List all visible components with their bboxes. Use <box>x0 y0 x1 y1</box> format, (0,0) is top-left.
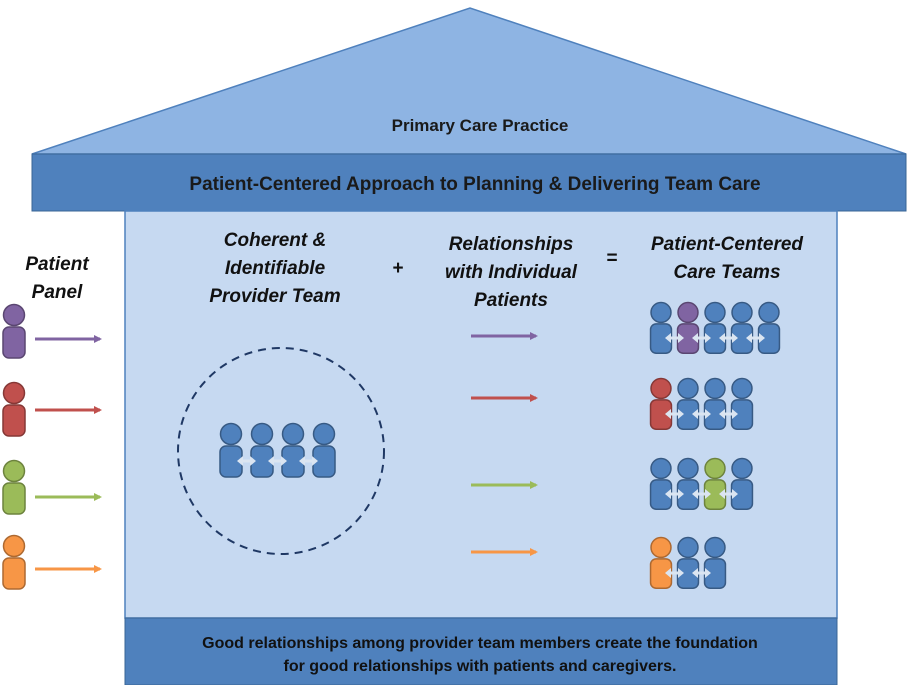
care-team-link-icon <box>692 409 711 419</box>
care-team-provider-figure <box>703 377 727 431</box>
plus-sign: + <box>392 258 403 279</box>
approach-banner <box>31 153 907 212</box>
care-team-link-icon <box>665 333 684 343</box>
patient-figure-red <box>2 381 26 437</box>
footer-line1: Good relationships among provider team m… <box>202 635 758 652</box>
care-team-link-icon <box>665 489 684 499</box>
patient-figure-purple <box>2 303 26 359</box>
care-teams-heading: Care Teams <box>673 262 780 283</box>
foundation-footer <box>124 617 838 685</box>
care-team-provider-figure <box>676 457 700 511</box>
patient-panel-label: Patient <box>25 254 89 275</box>
care-team-link-icon <box>746 333 765 343</box>
care-team-link-icon <box>692 489 711 499</box>
care-team-link-icon <box>719 489 738 499</box>
care-team-provider-figure <box>730 457 754 511</box>
footer-line2: for good relationships with patients and… <box>284 658 677 675</box>
care-team-provider-figure <box>703 301 727 355</box>
roof-title: Primary Care Practice <box>392 116 569 135</box>
collaboration-arrow-icon <box>237 456 256 466</box>
provider-team-heading: Identifiable <box>225 258 326 279</box>
care-team-link-icon <box>692 568 711 578</box>
care-team-patient-figure <box>649 377 673 431</box>
patient-figure-orange <box>2 534 26 590</box>
provider-team-heading: Coherent & <box>224 230 326 251</box>
care-team-link-icon <box>719 333 738 343</box>
relationships-heading: Relationships <box>449 234 574 255</box>
provider-figure <box>219 422 243 478</box>
collaboration-arrow-icon <box>268 456 287 466</box>
care-team-provider-figure <box>649 301 673 355</box>
provider-figure <box>281 422 305 478</box>
equals-sign: = <box>606 248 617 269</box>
provider-team-boundary <box>177 347 385 555</box>
care-team-provider-figure <box>730 377 754 431</box>
relationships-heading: Patients <box>474 290 548 311</box>
care-team-link-icon <box>692 333 711 343</box>
patient-figure-green <box>2 459 26 515</box>
provider-figure <box>250 422 274 478</box>
care-team-patient-figure <box>649 536 673 590</box>
collaboration-arrow-icon <box>299 456 318 466</box>
approach-banner-title: Patient-Centered Approach to Planning & … <box>189 174 760 195</box>
relationships-heading: with Individual <box>445 262 578 283</box>
care-teams-heading: Patient-Centered <box>651 234 803 255</box>
provider-team-heading: Provider Team <box>209 286 340 307</box>
care-team-link-icon <box>665 409 684 419</box>
care-team-link-icon <box>665 568 684 578</box>
care-team-patient-figure <box>703 457 727 511</box>
care-team-provider-figure <box>703 536 727 590</box>
figures-layer <box>2 301 781 590</box>
care-team-provider-figure <box>676 377 700 431</box>
provider-figure <box>312 422 336 478</box>
care-team-link-icon <box>719 409 738 419</box>
care-team-provider-figure <box>730 301 754 355</box>
care-team-provider-figure <box>676 536 700 590</box>
care-team-patient-figure <box>676 301 700 355</box>
care-team-provider-figure <box>757 301 781 355</box>
care-team-provider-figure <box>649 457 673 511</box>
patient-panel-label: Panel <box>32 282 83 303</box>
